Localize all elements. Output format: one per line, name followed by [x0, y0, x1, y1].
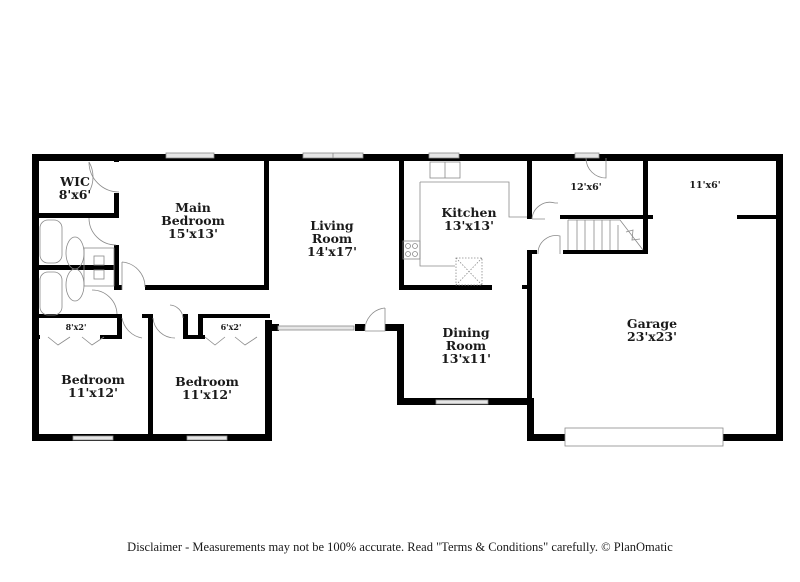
closet-6x2-size: 6'x2'	[221, 322, 242, 332]
storage-11x6-size: 11'x6'	[689, 180, 720, 191]
garage-size: 23'x23'	[627, 329, 677, 344]
bedroom-1-name: Bedroom	[61, 372, 125, 387]
wic-name: WIC	[59, 174, 90, 189]
stairs	[567, 219, 644, 251]
main-bedroom-name-1: Main	[175, 200, 211, 215]
interior-walls	[32, 154, 783, 441]
living-room-size: 14'x17'	[307, 244, 357, 259]
living-room-name-2: Room	[312, 231, 352, 246]
storage-12x6-size: 12'x6'	[570, 182, 601, 193]
disclaimer-text: Disclaimer - Measurements may not be 100…	[127, 540, 673, 554]
main-bedroom-name-2: Bedroom	[161, 213, 225, 228]
kitchen-name: Kitchen	[441, 205, 496, 220]
room-labels: WIC 8'x6' Main Bedroom 15'x13' Living Ro…	[59, 174, 721, 402]
bedroom-2-size: 11'x12'	[182, 387, 232, 402]
wic-size: 8'x6'	[59, 187, 92, 202]
bedroom-1-size: 11'x12'	[68, 385, 118, 400]
doors	[88, 157, 607, 339]
garage-name: Garage	[627, 316, 677, 331]
closet-8x2-size: 8'x2'	[66, 322, 87, 332]
dining-room-name-2: Room	[446, 338, 486, 353]
bathroom-fixtures	[39, 219, 115, 316]
exterior-walls	[32, 154, 783, 441]
kitchen-size: 13'x13'	[444, 218, 494, 233]
dining-room-size: 13'x11'	[441, 351, 491, 366]
main-bedroom-size: 15'x13'	[168, 226, 218, 241]
bedroom-2-name: Bedroom	[175, 374, 239, 389]
living-room-name-1: Living	[310, 218, 354, 233]
dining-room-name-1: Dining	[442, 325, 490, 340]
windows	[72, 152, 724, 447]
closet-doors	[47, 336, 258, 346]
kitchen-fixtures	[402, 161, 527, 286]
